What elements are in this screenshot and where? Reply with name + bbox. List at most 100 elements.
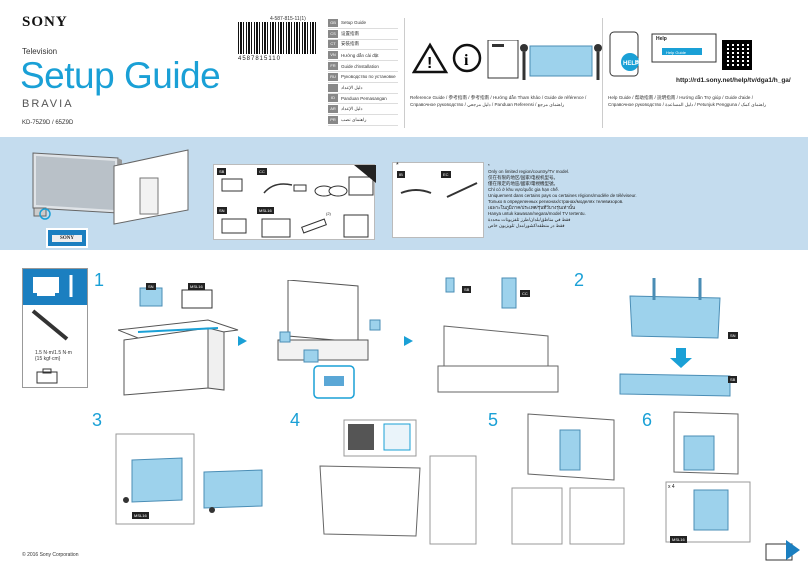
- help-line: Help Guide / 帮助指南 / 說明指南 / Hướng dẫn Trợ…: [608, 95, 754, 100]
- note-line: Chỉ có ở khu vực/quốc gia hạn chế.: [488, 187, 560, 192]
- reference-line: Справочное руководство / دليل مرجعي / Pa…: [410, 102, 565, 107]
- flow-arrow: [404, 336, 413, 346]
- torque-line: 1.5 N·m/1.5 N·m: [35, 350, 72, 356]
- reference-guide-text: Reference Guide / 参考指南 / 参考指南 / Hướng dẫ…: [410, 94, 595, 108]
- language-name: 安裝指南: [341, 41, 359, 47]
- step-number: 5: [488, 410, 499, 430]
- language-name: 设置指南: [341, 30, 359, 36]
- supplied-items-box: SB CC SN MSL16 (2): [213, 164, 376, 240]
- note-line: فقط در منطقه/کشور/مدل تلویزیون خاص: [488, 223, 565, 228]
- help-key-label: HELP: [635, 60, 649, 66]
- part-number: 4-587-815-11(1): [270, 16, 306, 22]
- step-number: 2: [574, 270, 585, 290]
- reference-illustration: ! i: [412, 40, 602, 80]
- note-line: เฉพาะในภูมิภาค/ประเทศ/รุ่นทีวีบางรุ่นเท่…: [488, 205, 576, 210]
- step6-illustration: [665, 411, 751, 543]
- help-url[interactable]: http://rd1.sony.net/help/tv/dga1/h_ga/: [676, 77, 791, 84]
- language-name: Руководство по установке: [341, 74, 396, 80]
- part-tag: MSL16: [132, 512, 149, 519]
- note-line: فقط في مناطق/بلدان/طرز تلفزيونات محددة: [488, 217, 571, 222]
- language-code: VN: [328, 51, 338, 60]
- info-icon: [452, 43, 482, 73]
- help-guide-text: Help Guide / 帮助指南 / 說明指南 / Hướng dẫn Trợ…: [608, 94, 798, 108]
- language-code: RU: [328, 72, 338, 81]
- svg-text:HELP: HELP: [623, 61, 639, 67]
- part-tag: SN: [146, 283, 156, 290]
- region-notes: * Only on limited region/country/TV mode…: [488, 163, 803, 229]
- page-title: Setup Guide: [20, 55, 221, 96]
- language-name: Setup Guide: [341, 20, 367, 26]
- item-tag: EC: [441, 171, 451, 178]
- help-illustration: HELP: [609, 31, 717, 77]
- note-line: Uniquement dans certains pays ou certain…: [488, 193, 637, 198]
- step1-illustration: [118, 280, 381, 399]
- tools-header: [23, 269, 87, 305]
- flow-arrow: [238, 336, 247, 346]
- optional-items-box: * IB EC: [392, 162, 484, 238]
- language-name: Guide d'installation: [341, 63, 379, 69]
- brand-logo: SONY: [22, 14, 68, 30]
- copyright: © 2016 Sony Corporation: [22, 552, 79, 558]
- model-numbers: KD-75Z9D / 65Z9D: [22, 120, 74, 126]
- help-guide-button: Help Guide: [666, 50, 687, 55]
- tv-badge: SONY: [52, 235, 82, 242]
- language-code: CT: [328, 40, 338, 49]
- barcode-graphic: [238, 22, 318, 54]
- tv-carry-icon: [529, 45, 593, 77]
- warning-icon: [412, 42, 449, 74]
- language-code: GB: [328, 18, 338, 27]
- language-name: دليل الإعداد: [341, 106, 363, 112]
- note-star: *: [488, 163, 490, 168]
- svg-text:!: !: [427, 55, 432, 72]
- part-tag: SB: [462, 286, 472, 293]
- stand-install-illustration: [437, 277, 559, 393]
- svg-text:i: i: [464, 52, 469, 69]
- reference-line: Reference Guide / 参考指南 / 参考指南 / Hướng dẫ…: [410, 95, 587, 100]
- screw-count: x 4: [668, 484, 675, 490]
- item-tag: CC: [257, 168, 267, 175]
- toolbox-icon: [36, 368, 58, 384]
- torque-spec: 1.5 N·m/1.5 N·m {15 kgf·cm}: [35, 350, 72, 362]
- part-tag: MSL16: [188, 283, 205, 290]
- part-tag: CC: [520, 290, 530, 297]
- language-code: AR: [328, 105, 338, 114]
- note-line: Only on limited region/country/TV model.: [488, 169, 570, 174]
- note-line: Только в определенных регионах/странах/м…: [488, 199, 624, 204]
- language-code: ID: [328, 94, 338, 103]
- language-code: FR: [328, 62, 338, 71]
- note-line: 僅在限定的地區/國家/電視機型號。: [488, 181, 558, 186]
- note-line: 仅在有限的地区/国家/电视机型号。: [488, 175, 558, 180]
- item-tag: IB: [397, 171, 405, 178]
- language-name: Hướng dẫn cài đặt: [341, 52, 379, 58]
- item-tag: SB: [217, 168, 227, 175]
- language-code: [328, 83, 338, 92]
- divider: [404, 18, 405, 128]
- screwdriver-icon: [31, 309, 69, 341]
- barcode-number: 4587815110: [238, 56, 281, 62]
- step-number: 4: [290, 410, 301, 430]
- step2-illustration: [619, 278, 731, 397]
- part-tag: SB: [728, 376, 738, 383]
- optional-items-illustration: [400, 182, 478, 198]
- part-tag: SN: [728, 332, 738, 339]
- step4-illustration: [319, 419, 477, 545]
- divider: [602, 18, 603, 128]
- qr-code: [722, 40, 752, 70]
- supplied-items-illustration: [221, 165, 376, 238]
- tools-box: [22, 268, 88, 388]
- step-number: 6: [642, 410, 653, 430]
- step5-illustration: [511, 413, 625, 545]
- tv-illustration: [32, 149, 189, 225]
- next-page-icon: [765, 540, 800, 561]
- language-row: دليل الإعداد: [328, 83, 398, 94]
